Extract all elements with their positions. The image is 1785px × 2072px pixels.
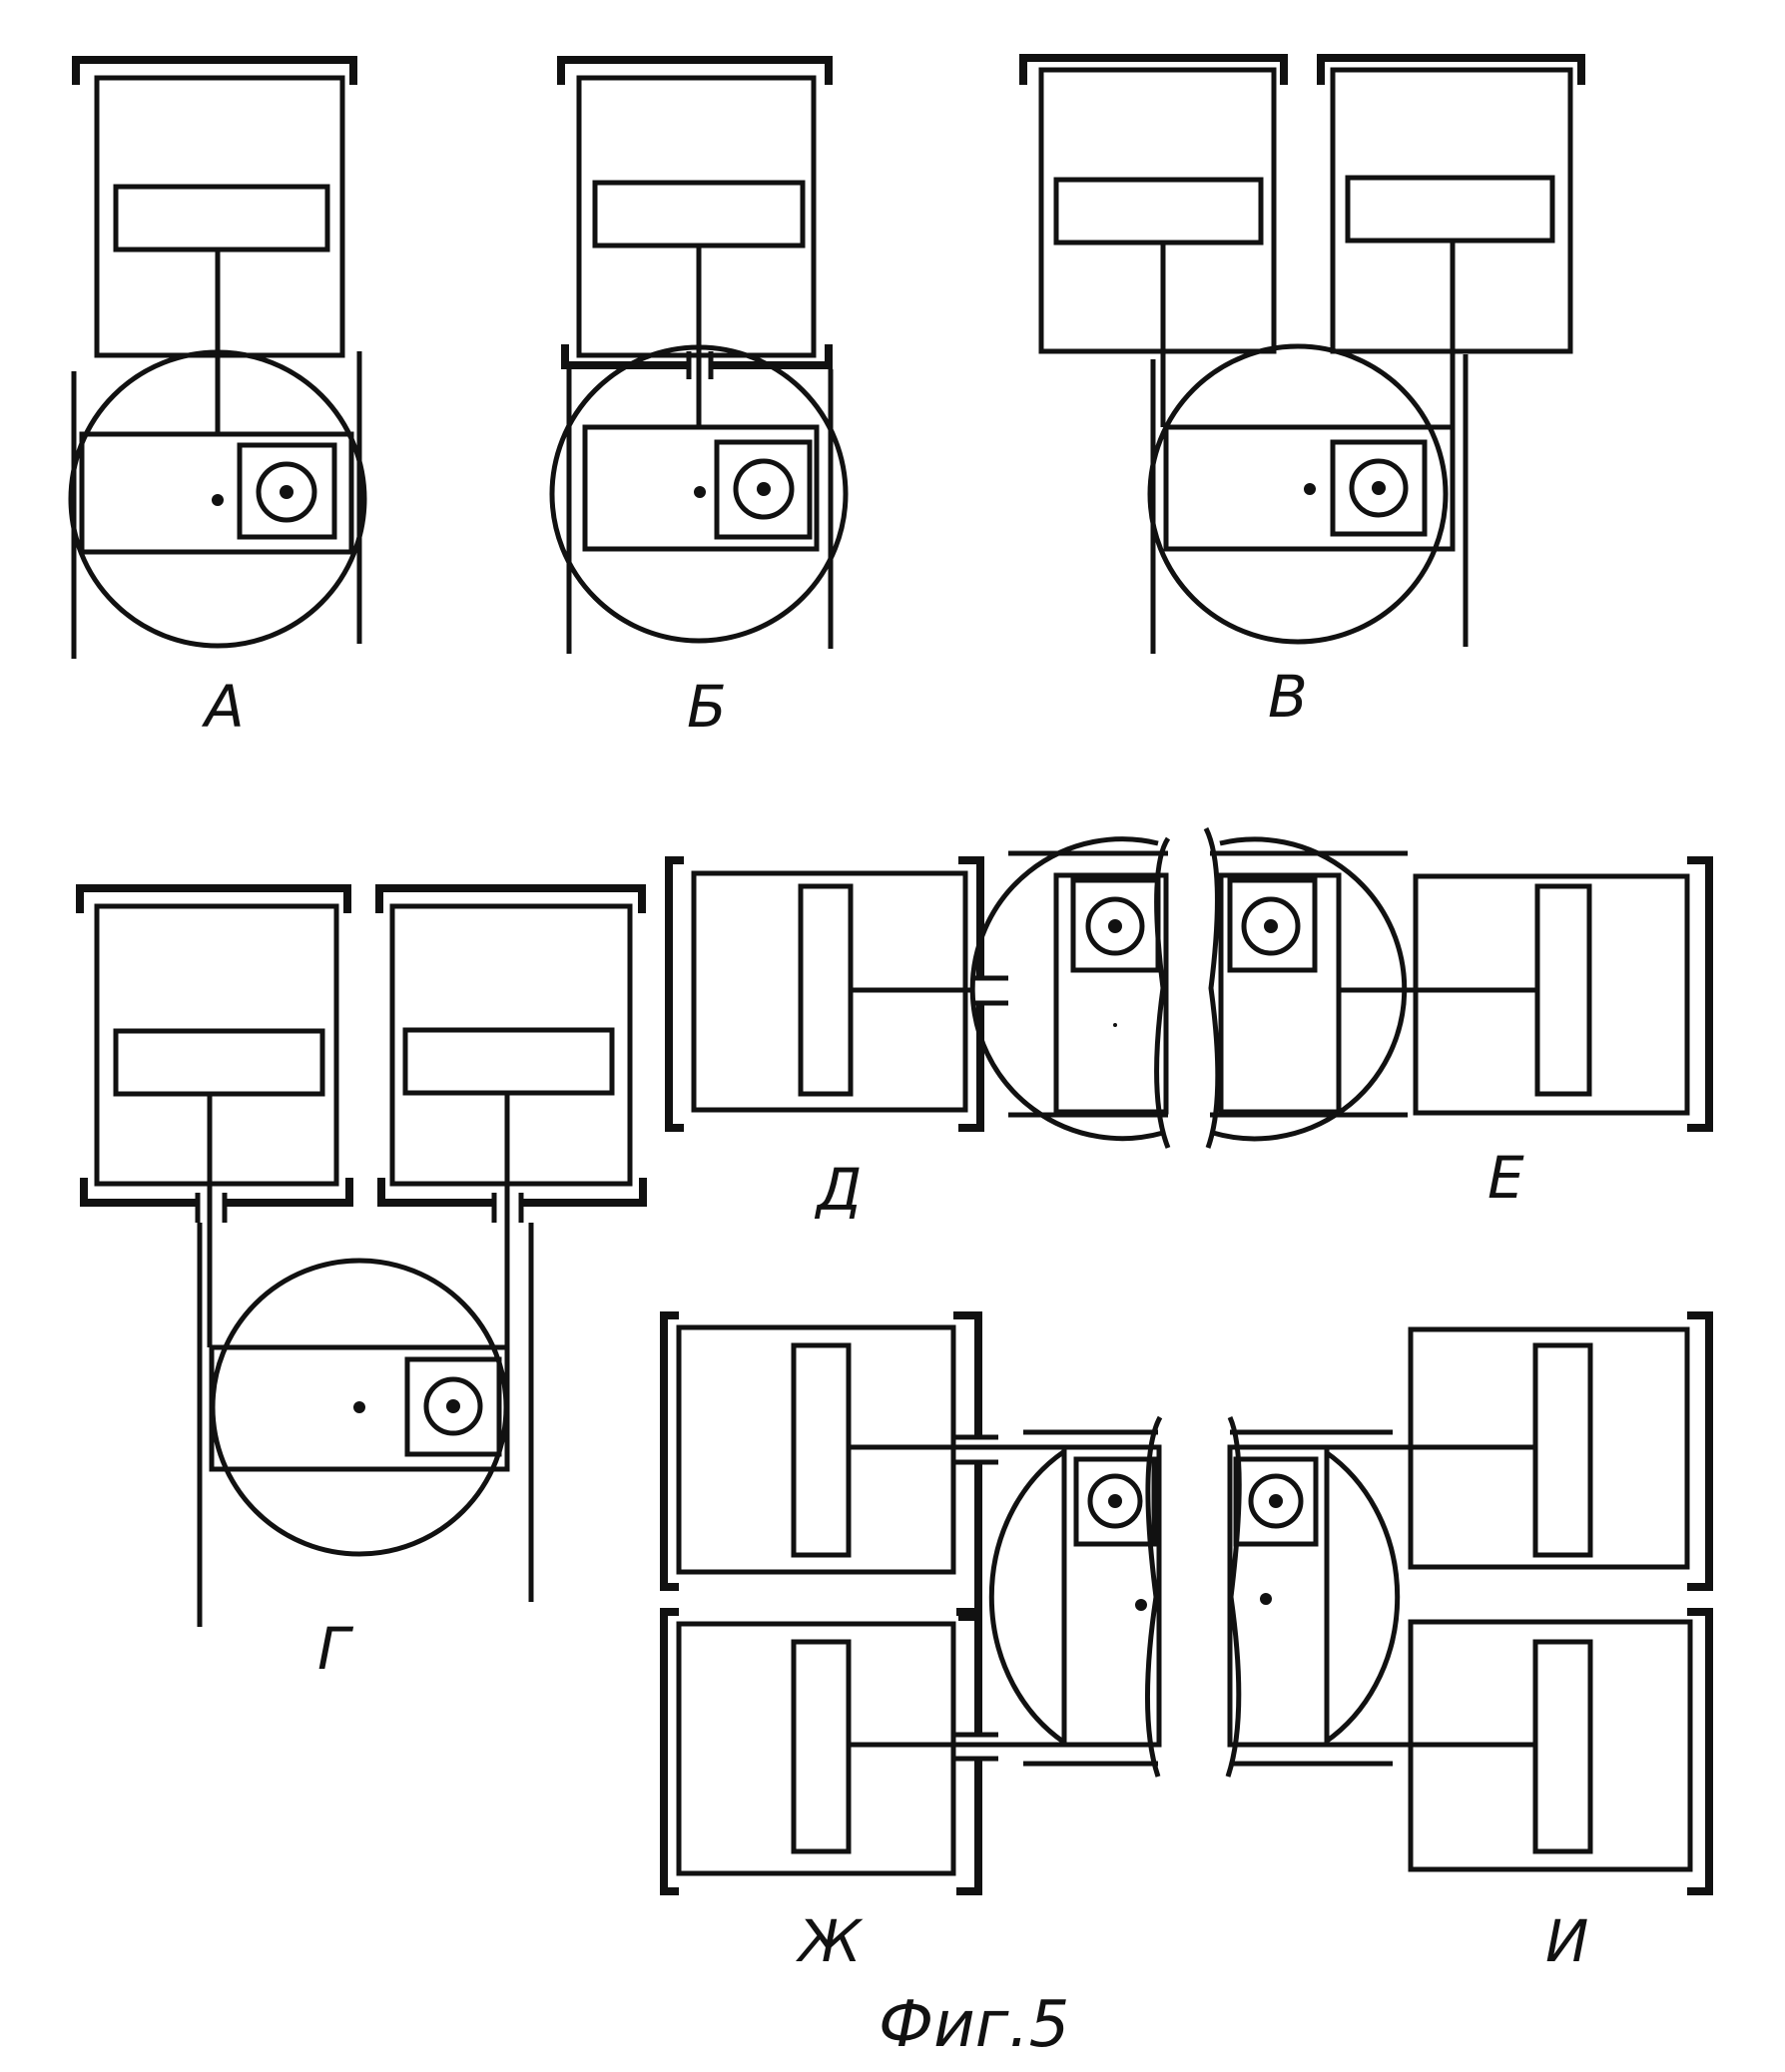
- label-e: Е: [1488, 1144, 1524, 1212]
- figure-caption: Фиг.5: [879, 1988, 1069, 2062]
- label-d: Д: [814, 1156, 862, 1224]
- variant-g: [76, 884, 647, 1627]
- variant-e: [1203, 826, 1713, 1149]
- label-i: И: [1545, 1907, 1588, 1975]
- variant-i: [1225, 1311, 1713, 1895]
- label-g: Г: [317, 1615, 354, 1683]
- variant-v: [1019, 54, 1585, 654]
- label-b: Б: [687, 673, 727, 741]
- variant-a: [68, 56, 367, 659]
- variant-zh: [660, 1311, 1163, 1895]
- label-a: А: [201, 673, 245, 741]
- variant-b: [549, 56, 849, 654]
- label-v: В: [1268, 663, 1308, 731]
- label-zh: Ж: [796, 1907, 864, 1975]
- variant-d: [665, 836, 1171, 1149]
